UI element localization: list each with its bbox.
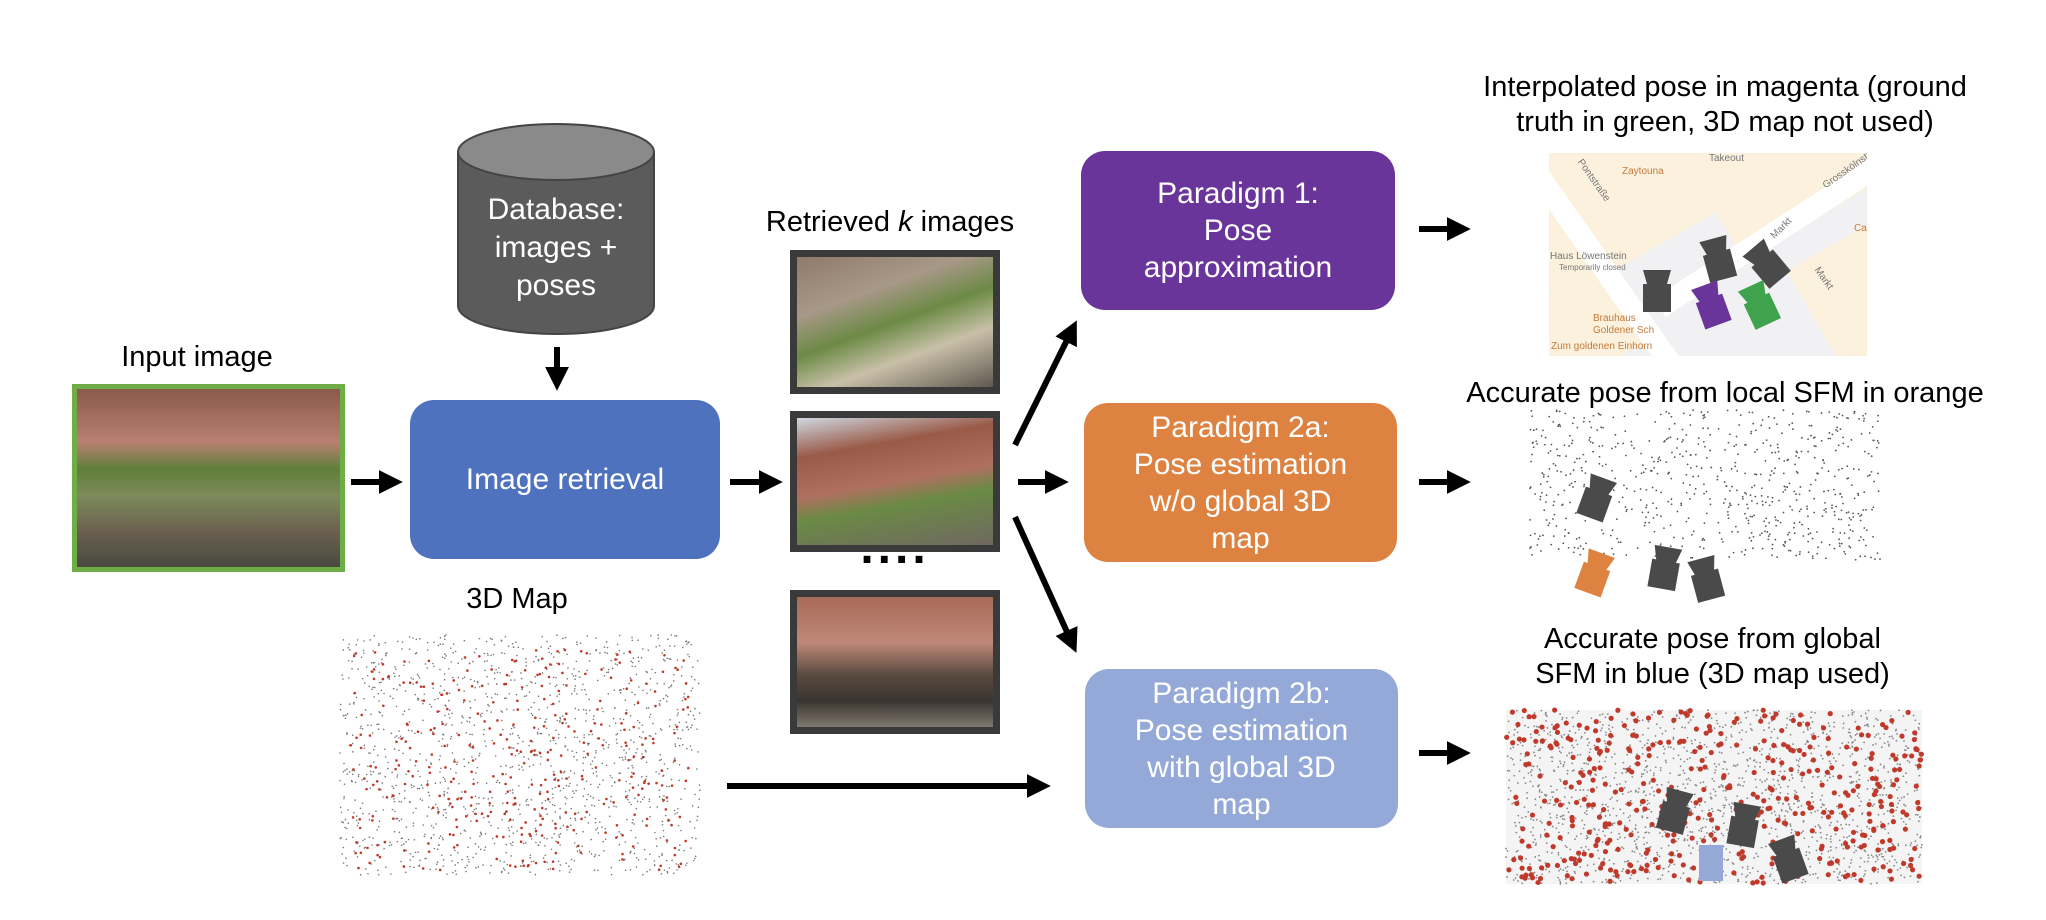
result-2-title: Accurate pose from local SFM in orange (1420, 376, 2030, 411)
result-1-title: Interpolated pose in magenta (ground tru… (1440, 70, 2010, 140)
camera-pose-icon (1726, 801, 1762, 849)
map-label: Takeout (1709, 153, 1745, 164)
3d-map-trajectory-points (349, 648, 690, 872)
camera-pose-icon (1655, 787, 1694, 835)
map-label: Temporarily closed (1559, 263, 1626, 272)
image-retrieval-label: Image retrieval (465, 463, 665, 496)
paradigm-1-line: Pose (1203, 214, 1273, 247)
retrieved-label-k: k (898, 206, 913, 238)
global-sfm-pose-icon (1699, 845, 1723, 881)
camera-pose-icon (1699, 235, 1738, 283)
paradigm-1-line: approximation (1143, 251, 1333, 284)
paradigm-2b-line: map (1212, 787, 1271, 821)
paradigm-1-line: Paradigm 1: (1157, 177, 1319, 210)
global-sfm-trajectory-points (1504, 707, 1924, 886)
map-label: Goldener Sch (1593, 325, 1655, 336)
arrow-to-paradigm-2b (1012, 515, 1078, 653)
map-label: Brauhaus (1593, 313, 1636, 324)
paradigm-2b-line: Pose estimation (1134, 713, 1349, 747)
paradigm-1-box: Paradigm 1: Pose approximation (1081, 151, 1395, 310)
database-label-line: poses (515, 269, 597, 302)
paradigm-2b-box: Paradigm 2b: Pose estimation with global… (1085, 669, 1398, 828)
retrieved-image-2 (790, 411, 1000, 552)
result-1-title-line: Interpolated pose in magenta (ground (1483, 71, 1967, 103)
camera-pose-icon (1643, 270, 1671, 312)
result-1-title-line: truth in green, 3D map not used) (1516, 106, 1934, 138)
result-3-title: Accurate pose from global SFM in blue (3… (1440, 622, 1985, 692)
3d-map-point-cloud (339, 634, 701, 876)
retrieved-image-1 (790, 250, 1000, 394)
retrieved-images-label: Retrieved k images (740, 205, 1040, 240)
interpolated-pose-icon (1691, 280, 1732, 330)
image-retrieval-box: Image retrieval (410, 400, 720, 559)
input-image (72, 384, 345, 572)
paradigm-2a-line: w/o global 3D (1149, 484, 1332, 518)
database-label-line: Database: (487, 193, 625, 226)
map-label: Zaytouna (1622, 166, 1664, 177)
local-sfm-point-cloud (1529, 409, 1881, 561)
input-image-label: Input image (121, 341, 273, 373)
paradigm-2a-box: Paradigm 2a: Pose estimation w/o global … (1084, 403, 1397, 562)
local-sfm-pose-icon (1574, 548, 1615, 598)
arrow-to-paradigm-1 (1012, 320, 1077, 447)
3d-map-label: 3D Map (466, 583, 568, 615)
map-label: Zum goldenen Einhorn (1551, 341, 1653, 352)
camera-pose-icon (1576, 473, 1617, 523)
result-3-title-line: SFM in blue (3D map used) (1535, 658, 1890, 690)
paradigm-2a-line: Pose estimation (1133, 447, 1348, 481)
ground-truth-pose-icon (1737, 279, 1781, 330)
more-images-ellipsis: .... (860, 521, 930, 574)
result-2-title-line: Accurate pose from local SFM in orange (1466, 377, 1984, 409)
database-label-line: images + (494, 231, 618, 264)
paradigm-2b-line: with global 3D (1147, 750, 1336, 784)
database-label: Database: images + poses (458, 188, 654, 308)
map-label: Haus Löwenstein (1550, 251, 1627, 262)
map-label: Caf (1854, 223, 1867, 234)
camera-pose-icon (1647, 544, 1683, 592)
paradigm-2b-line: Paradigm 2b: (1152, 676, 1331, 710)
retrieved-label-suffix: images (912, 206, 1015, 238)
retrieved-label-prefix: Retrieved (765, 206, 899, 238)
paradigm-2a-line: map (1211, 521, 1270, 555)
paradigm-2a-line: Paradigm 2a: (1151, 410, 1330, 444)
camera-pose-icon (1687, 555, 1726, 603)
camera-pose-icon (1742, 238, 1791, 289)
result-3-title-line: Accurate pose from global (1544, 623, 1881, 655)
camera-pose-icon (1768, 834, 1809, 884)
retrieved-image-3 (790, 590, 1000, 734)
